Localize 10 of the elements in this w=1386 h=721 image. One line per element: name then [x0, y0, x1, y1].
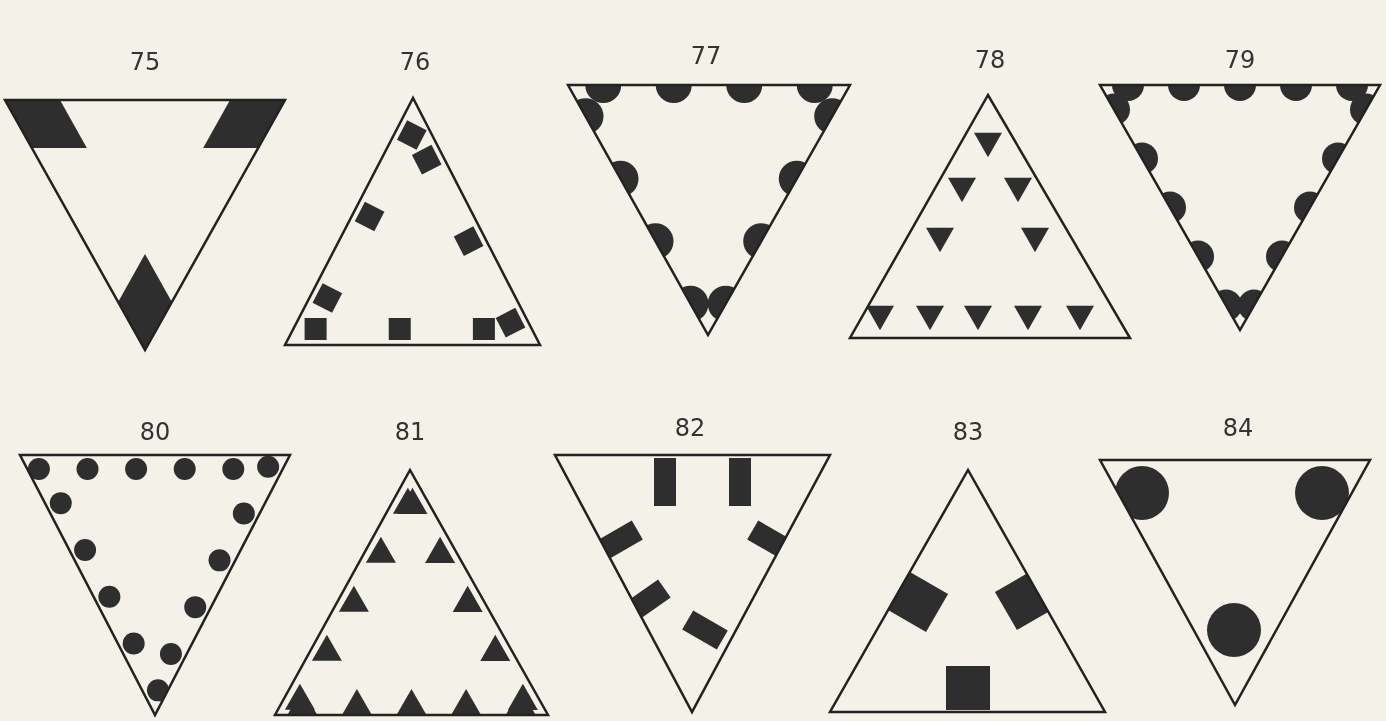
figure-number: 75 [129, 48, 161, 76]
figure-number: 77 [690, 42, 722, 70]
figure-number: 81 [394, 418, 426, 446]
figure-number: 84 [1222, 414, 1254, 442]
figure-number: 80 [139, 418, 171, 446]
figure-number: 83 [952, 418, 984, 446]
figure-number: 78 [974, 46, 1006, 74]
figure-number: 82 [674, 414, 706, 442]
figure-number: 79 [1224, 46, 1256, 74]
figure-number: 76 [399, 48, 431, 76]
